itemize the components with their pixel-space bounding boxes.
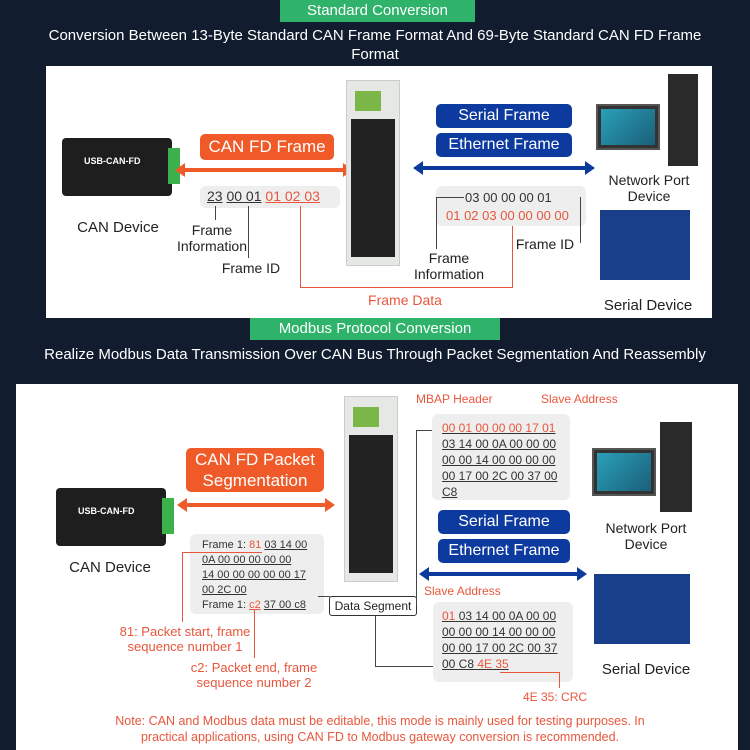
network-port-device-label-2: Network Port Device [605,520,687,552]
network-port-device-label: Network Port Device [608,172,690,204]
monitor-image [596,104,660,150]
footer-note: Note: CAN and Modbus data must be editab… [115,714,645,744]
packet-end-note: c2: Packet end, frame sequence number 2 [190,660,318,690]
canfd-packet-segmentation-label: CAN FD Packet Segmentation [186,448,324,492]
ethernet-frame-label-2: Ethernet Frame [438,539,570,563]
frame-id-label: Frame ID [221,260,281,276]
can-frame-segments: Frame 1: 81 03 14 00 0A 00 00 00 00 00 1… [202,539,308,611]
can-device-label-2: CAN Device [69,559,151,576]
pc-tower-image [668,74,698,166]
modbus-conversion-tag: Modbus Protocol Conversion [250,318,500,340]
usb-can-fd-device-image-2: USB-CAN-FD [56,488,174,546]
modbus-tcp-hex: 00 01 00 00 00 17 01 03 14 00 0A 00 00 0… [442,421,558,499]
crc-note: 4E 35: CRC [523,690,588,704]
serial-frame-label: Serial Frame [436,104,572,128]
ethernet-frame-label: Ethernet Frame [436,133,572,157]
can-gateway-image-2 [344,396,398,582]
serial-frame-label-2: Serial Frame [438,510,570,534]
serial-ethernet-double-arrow [413,161,595,175]
modbus-rtu-hex: 01 03 14 00 0A 00 00 00 00 00 14 00 00 0… [442,609,558,671]
section2-subtitle: Realize Modbus Data Transmission Over CA… [44,346,706,363]
frame-information-label: Frame Information [176,222,248,254]
standard-conversion-tag: Standard Conversion [280,0,475,22]
pc-tower-image-2 [660,422,692,512]
can-frame-bytes: 23 00 01 01 02 03 [207,188,320,204]
canfd-double-arrow-2 [177,498,335,512]
frame-information-right-label: Frame Information [413,250,485,282]
canfd-double-arrow [175,163,353,177]
can-device-label: CAN Device [77,219,159,236]
packet-start-note: 81: Packet start, frame sequence number … [119,624,251,654]
frame-data-label: Frame Data [368,292,442,308]
slave-address-top-label: Slave Address [541,392,618,406]
section1-subtitle: Conversion Between 13-Byte Standard CAN … [48,27,702,63]
frame-id-right-label: Frame ID [515,236,575,252]
eth-frame-line2: 01 02 03 00 00 00 00 [446,208,569,223]
eth-frame-line1: 03 00 00 00 01 [465,190,552,205]
can-gateway-image [346,80,400,266]
serial-device-image [600,210,690,280]
usb-can-fd-device-image: USB-CAN-FD [62,138,180,196]
canfd-frame-label: CAN FD Frame [200,134,334,160]
mbap-header-label: MBAP Header [416,392,493,406]
data-segment-box: Data Segment [329,596,417,616]
serial-device-label: Serial Device [603,297,693,314]
serial-ethernet-double-arrow-2 [419,567,587,581]
monitor-image-2 [592,448,656,496]
serial-device-label-2: Serial Device [601,661,691,678]
serial-device-image-2 [594,574,690,644]
slave-address-label: Slave Address [424,584,501,598]
